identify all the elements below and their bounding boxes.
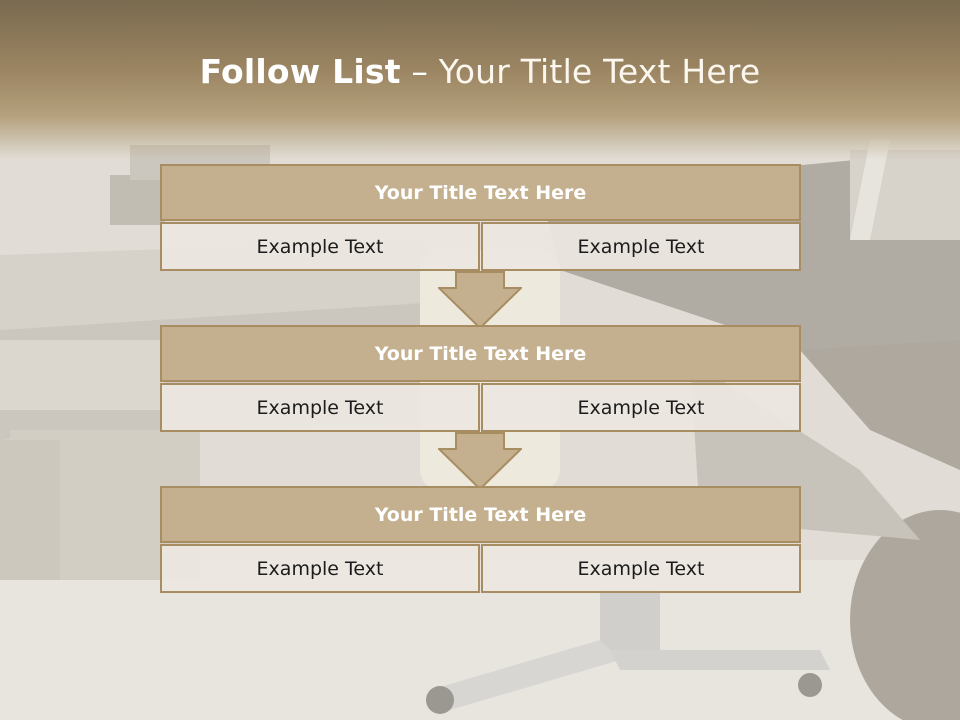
block-cell-left: Example Text: [160, 383, 480, 432]
down-arrow-icon: [438, 432, 522, 490]
block-row: Example Text Example Text: [160, 383, 801, 432]
down-arrow-icon: [438, 271, 522, 329]
block-row: Example Text Example Text: [160, 222, 801, 271]
title-bold-part: Follow List: [199, 52, 401, 91]
block-heading: Your Title Text Here: [160, 164, 801, 221]
block-cell-left: Example Text: [160, 222, 480, 271]
block-heading: Your Title Text Here: [160, 325, 801, 382]
block-cell-right: Example Text: [481, 222, 801, 271]
block-cell-right: Example Text: [481, 383, 801, 432]
block-cell-left: Example Text: [160, 544, 480, 593]
follow-block-2: Your Title Text Here Example Text Exampl…: [160, 325, 801, 432]
follow-block-3: Your Title Text Here Example Text Exampl…: [160, 486, 801, 593]
title-rest-part: Your Title Text Here: [438, 52, 761, 91]
title-separator: –: [411, 52, 429, 91]
slide-title: Follow List – Your Title Text Here: [0, 52, 960, 91]
follow-block-1: Your Title Text Here Example Text Exampl…: [160, 164, 801, 271]
title-band: [0, 0, 960, 160]
block-heading: Your Title Text Here: [160, 486, 801, 543]
block-cell-right: Example Text: [481, 544, 801, 593]
block-row: Example Text Example Text: [160, 544, 801, 593]
